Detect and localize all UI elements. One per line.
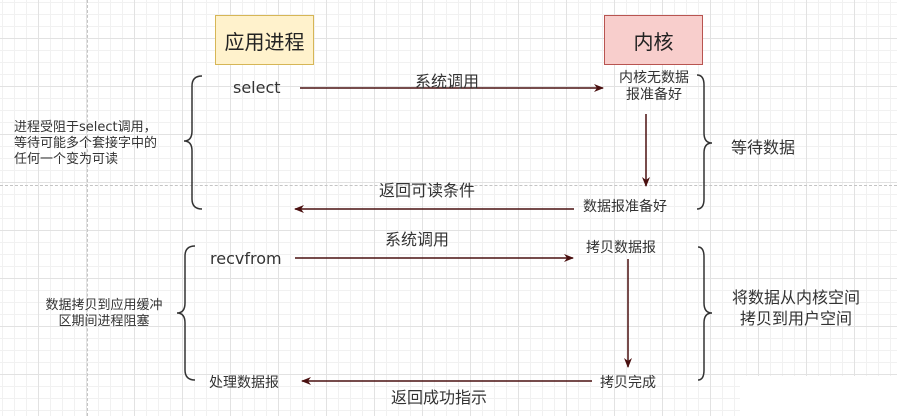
- kernel-no-data-label: 内核无数据 报准备好: [608, 70, 700, 104]
- phase1-left-note-line1: 进程受阻于select调用，: [14, 120, 157, 135]
- phase1-left-note-line3: 任何一个变为可读: [14, 152, 119, 167]
- kernel-label: 内核: [633, 29, 674, 54]
- kernel-copy-label: 拷贝数据报: [586, 240, 656, 256]
- phase2-left-note: 数据拷贝到应用缓冲 区期间进程阻塞: [34, 298, 174, 330]
- phase2-left-note-line2: 区期间进程阻塞: [58, 314, 150, 329]
- kernel-no-data-line2: 报准备好: [626, 87, 682, 103]
- wait-for-data-label: 等待数据: [731, 138, 796, 157]
- kernel-data-ready-label: 数据报准备好: [583, 199, 667, 215]
- app-process-label: 应用进程: [224, 29, 305, 54]
- left-brace-phase2: [176, 245, 196, 381]
- copy-to-user-space-line2: 拷贝到用户空间: [739, 309, 852, 328]
- grid-guide-horizontal: [0, 185, 897, 186]
- left-brace-phase1: [183, 75, 203, 210]
- kernel-no-data-line1: 内核无数据: [619, 70, 689, 86]
- phase1-left-note: 进程受阻于select调用， 等待可能多个套接字中的 任何一个变为可读: [14, 120, 157, 168]
- process-datagram-label: 处理数据报: [209, 375, 279, 391]
- phase1-syscall-label: 系统调用: [415, 72, 480, 91]
- kernel-box[interactable]: 内核: [604, 15, 703, 65]
- right-brace-phase1: [696, 74, 713, 210]
- right-brace-phase2: [697, 246, 713, 381]
- copy-to-user-space-line1: 将数据从内核空间: [731, 288, 860, 307]
- recvfrom-call-label: recvfrom: [210, 249, 282, 268]
- phase2-left-note-line1: 数据拷贝到应用缓冲: [45, 298, 163, 313]
- copy-to-user-space-label: 将数据从内核空间 拷贝到用户空间: [728, 287, 864, 329]
- canvas-blank-area: [740, 376, 897, 416]
- success-return-label: 返回成功指示: [391, 388, 488, 407]
- readable-return-label: 返回可读条件: [379, 181, 476, 200]
- select-call-label: select: [233, 78, 281, 97]
- grid-guide-vertical: [87, 0, 88, 416]
- phase2-syscall-label: 系统调用: [385, 230, 450, 249]
- kernel-copy-done-label: 拷贝完成: [600, 375, 656, 391]
- phase1-left-note-line2: 等待可能多个套接字中的: [14, 136, 158, 151]
- app-process-box[interactable]: 应用进程: [215, 15, 314, 65]
